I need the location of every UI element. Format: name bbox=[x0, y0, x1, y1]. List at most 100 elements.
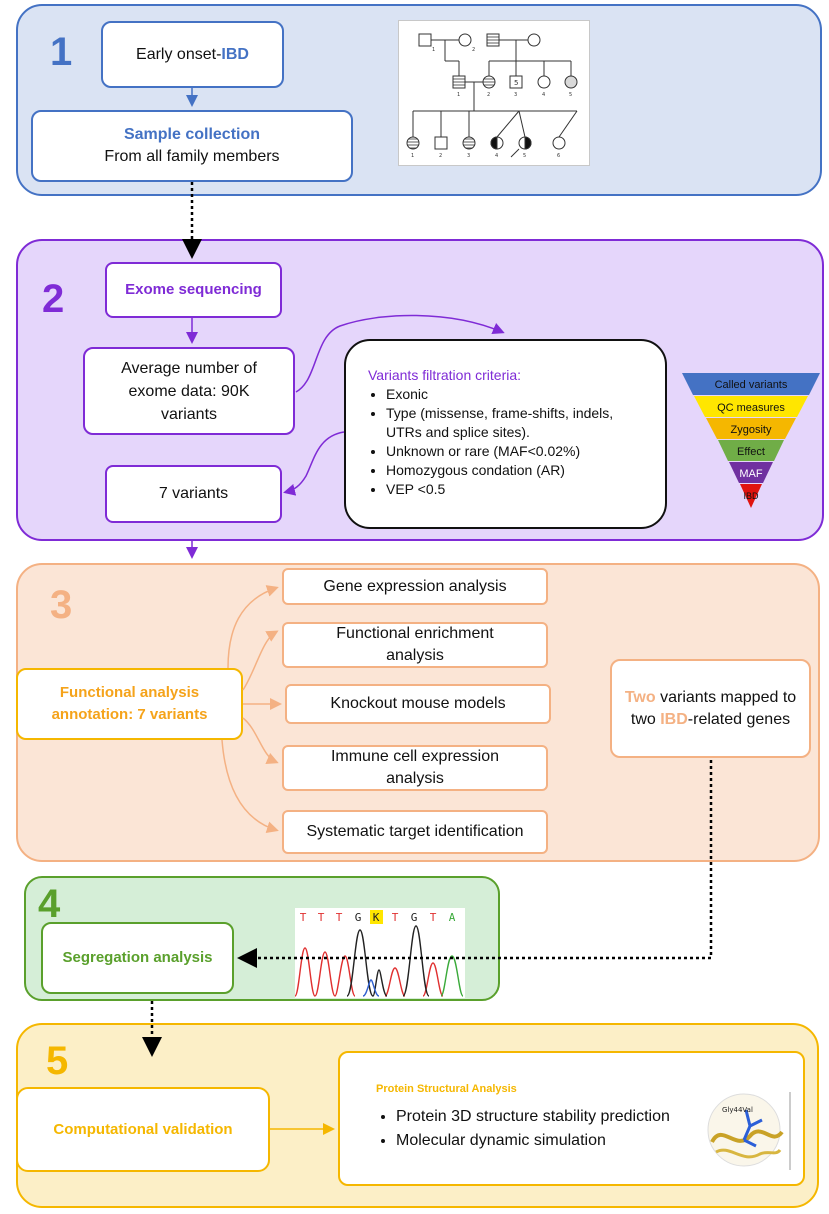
two-genes-text: -related genes bbox=[687, 710, 791, 728]
step2-number: 2 bbox=[42, 277, 65, 321]
base-label: T bbox=[392, 911, 399, 924]
funnel-label: MAF bbox=[739, 468, 763, 480]
pedigree-label: 1 bbox=[457, 92, 460, 98]
computational-validation-box: Computational validation bbox=[16, 1087, 270, 1172]
funnel-label: QC measures bbox=[717, 402, 785, 414]
segregation-analysis-label: Segregation analysis bbox=[62, 949, 213, 966]
arrow-to-immune-cell bbox=[242, 717, 279, 764]
base-label: T bbox=[336, 911, 343, 924]
functional-analysis-label: Functional analysis annotation: 7 varian… bbox=[51, 684, 208, 723]
step4-number: 4 bbox=[38, 882, 61, 926]
protein-item: Molecular dynamic simulation bbox=[396, 1129, 803, 1153]
base-label: T bbox=[318, 911, 325, 924]
two-variants-box: Two variants mapped to two IBD-related g… bbox=[610, 659, 811, 758]
pedigree-iii6 bbox=[552, 136, 566, 150]
molecule-label: Gly44Val bbox=[722, 1106, 753, 1114]
pedigree-label: 1 bbox=[411, 153, 414, 159]
analysis-gene-expression: Gene expression analysis bbox=[282, 568, 548, 605]
pedigree-label: 2 bbox=[472, 47, 475, 53]
pedigree-label: 4 bbox=[542, 92, 545, 98]
trace-black bbox=[346, 925, 430, 997]
protein-title: Protein Structural Analysis bbox=[376, 1083, 517, 1095]
criteria-list: Exonic Type (missense, frame-shifts, ind… bbox=[368, 385, 651, 499]
protein-structural-box: Protein Structural Analysis Protein 3D s… bbox=[338, 1051, 805, 1186]
base-label: T bbox=[430, 911, 437, 924]
filter-funnel: Called variants QC measures Zygosity Eff… bbox=[680, 372, 822, 512]
funnel-label: IBD bbox=[743, 491, 759, 501]
analysis-immune-cell: Immune cell expression analysis bbox=[282, 745, 548, 791]
seven-variants-box: 7 variants bbox=[105, 465, 282, 523]
analysis-label: Immune cell expression analysis bbox=[330, 748, 500, 787]
arrow-average-to-criteria bbox=[295, 314, 505, 393]
seven-variants-label: 7 variants bbox=[158, 485, 229, 502]
pedigree-ii4 bbox=[537, 75, 551, 89]
segregation-analysis-box: Segregation analysis bbox=[41, 922, 234, 994]
molecule-image: Gly44Val bbox=[706, 1092, 792, 1170]
chromatogram: T T T G K T G T A bbox=[294, 908, 465, 998]
pedigree-label: 2 bbox=[439, 153, 442, 159]
base-label: T bbox=[300, 911, 307, 924]
funnel-qc-measures bbox=[694, 396, 808, 417]
funnel-label: Effect bbox=[737, 446, 765, 458]
two-ibd-word: IBD bbox=[660, 710, 688, 728]
sample-collection-sub: From all family members bbox=[104, 148, 280, 165]
pedigree-label: 5 bbox=[569, 92, 572, 98]
base-label: A bbox=[449, 911, 456, 924]
arrow-to-gene-expression bbox=[227, 585, 279, 669]
analysis-systematic-target: Systematic target identification bbox=[282, 810, 548, 854]
criteria-title: Variants filtration criteria: bbox=[368, 367, 522, 383]
early-onset-ibd-box: Early onset-IBD bbox=[101, 21, 284, 88]
ibd-text: IBD bbox=[221, 45, 249, 63]
filtration-criteria-box: Variants filtration criteria: Exonic Typ… bbox=[344, 339, 667, 529]
average-variants-box: Average number of exome data: 90K varian… bbox=[83, 347, 295, 435]
funnel-label: Zygosity bbox=[731, 424, 772, 436]
exome-sequencing-label: Exome sequencing bbox=[125, 281, 262, 298]
base-label: G bbox=[355, 911, 362, 924]
two-variants-text: variants mapped to two bbox=[630, 688, 797, 728]
funnel-called-variants bbox=[682, 373, 820, 395]
funnel-ibd bbox=[740, 484, 762, 508]
base-label: G bbox=[411, 911, 418, 924]
pedigree-label: 1 bbox=[432, 47, 435, 53]
arrow-to-systematic bbox=[221, 739, 279, 834]
sample-collection-box: Sample collection From all family member… bbox=[31, 110, 353, 182]
highlight-k bbox=[370, 910, 383, 924]
functional-analysis-box: Functional analysis annotation: 7 varian… bbox=[16, 668, 243, 740]
arrow-two-variants-to-segregation bbox=[237, 760, 713, 968]
arrow-to-functional-enrichment bbox=[242, 630, 279, 691]
sample-collection-title: Sample collection bbox=[123, 126, 261, 143]
analysis-knockout-mouse: Knockout mouse models bbox=[285, 684, 551, 724]
trace-green bbox=[440, 955, 464, 997]
pedigree-label: 4 bbox=[495, 153, 498, 159]
exome-sequencing-box: Exome sequencing bbox=[105, 262, 282, 318]
pedigree-iii1 bbox=[406, 136, 420, 150]
pedigree-box-label: 5 bbox=[514, 79, 518, 87]
step1-number: 1 bbox=[50, 30, 73, 74]
pedigree-label: 6 bbox=[557, 153, 560, 159]
pedigree-iii2 bbox=[434, 136, 448, 150]
analysis-label: Systematic target identification bbox=[306, 823, 524, 840]
base-label: K bbox=[373, 911, 380, 924]
criteria-item: Exonic bbox=[386, 385, 651, 404]
pedigree-chart: 1 2 1 2 3 4 5 1 2 3 4 5 6 5 bbox=[398, 20, 590, 166]
funnel-maf bbox=[729, 462, 773, 483]
pedigree-ii5 bbox=[564, 75, 578, 89]
two-word: Two bbox=[624, 688, 656, 706]
analysis-label: Functional enrichment analysis bbox=[336, 625, 494, 664]
analysis-label: Knockout mouse models bbox=[330, 695, 506, 712]
criteria-item: Homozygous condation (AR) bbox=[386, 461, 651, 480]
arrow-criteria-to-seven bbox=[283, 431, 345, 496]
funnel-label: Called variants bbox=[715, 379, 788, 391]
pedigree-ii3 bbox=[509, 75, 523, 89]
step3-number: 3 bbox=[50, 583, 73, 627]
computational-validation-label: Computational validation bbox=[53, 1120, 233, 1138]
pedigree-label: 2 bbox=[487, 92, 490, 98]
pedigree-label: 5 bbox=[523, 153, 526, 159]
funnel-zygosity bbox=[706, 418, 796, 439]
analysis-functional-enrichment: Functional enrichment analysis bbox=[282, 622, 548, 668]
pedigree-label: 3 bbox=[467, 153, 470, 159]
pedigree-iii3 bbox=[462, 136, 476, 150]
trace-blue bbox=[362, 979, 380, 997]
average-variants-label: Average number of exome data: 90K varian… bbox=[121, 359, 257, 423]
funnel-effect bbox=[718, 440, 784, 461]
